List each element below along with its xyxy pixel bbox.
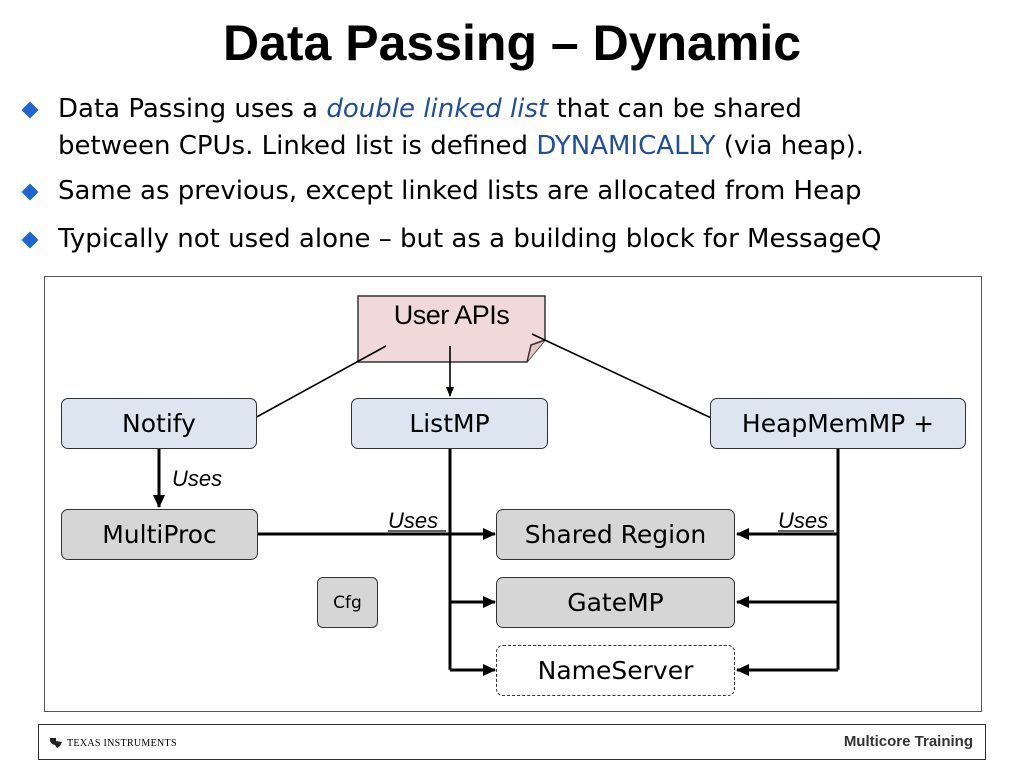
arrow-userapis-heapmemmp	[531, 333, 723, 424]
ti-logo-text: TEXAS INSTRUMENTS	[67, 737, 177, 749]
bullet-1-line1-pre: Data Passing uses a	[58, 94, 327, 124]
bullet-2-text: Same as previous, except linked lists ar…	[58, 176, 862, 206]
bullet-1-text: Data Passing uses a double linked list t…	[58, 91, 864, 165]
bullet-3-text: Typically not used alone – but as a buil…	[58, 224, 882, 254]
shared-region-box: Shared Region	[496, 509, 735, 560]
arrow-userapis-notify	[241, 345, 387, 426]
footer-bar: TEXAS INSTRUMENTS Multicore Training	[38, 724, 986, 760]
bullet-1-line2-post: (via heap).	[715, 131, 865, 161]
cfg-box: Cfg	[317, 577, 378, 628]
user-apis-note	[357, 295, 546, 363]
uses-label-heap: Uses	[778, 508, 829, 533]
texas-state-icon	[50, 738, 62, 748]
slide-title: Data Passing – Dynamic	[222, 15, 802, 71]
bullet-1-emphasis: double linked list	[326, 94, 549, 124]
ti-logo: TEXAS INSTRUMENTS	[49, 737, 177, 749]
multiproc-box: MultiProc	[61, 509, 258, 560]
listmp-box: ListMP	[351, 398, 548, 449]
notify-box: Notify	[61, 398, 257, 449]
bullet-1-line1-post: that can be shared	[548, 94, 802, 124]
diagram-frame	[44, 276, 982, 712]
uses-label-multiproc: Uses	[388, 508, 439, 533]
bullet-1-dynamic: DYNAMICALLY	[536, 131, 716, 161]
gatemp-box: GateMP	[496, 577, 735, 628]
bullet-1-line2-pre: between CPUs. Linked list is defined	[58, 131, 537, 161]
uses-label-notify: Uses	[172, 466, 223, 491]
user-apis-label: User APIs	[393, 300, 510, 330]
footer-course-label: Multicore Training	[843, 733, 973, 750]
nameserver-box: NameServer	[496, 645, 735, 696]
heapmemmp-box: HeapMemMP +	[710, 398, 966, 449]
